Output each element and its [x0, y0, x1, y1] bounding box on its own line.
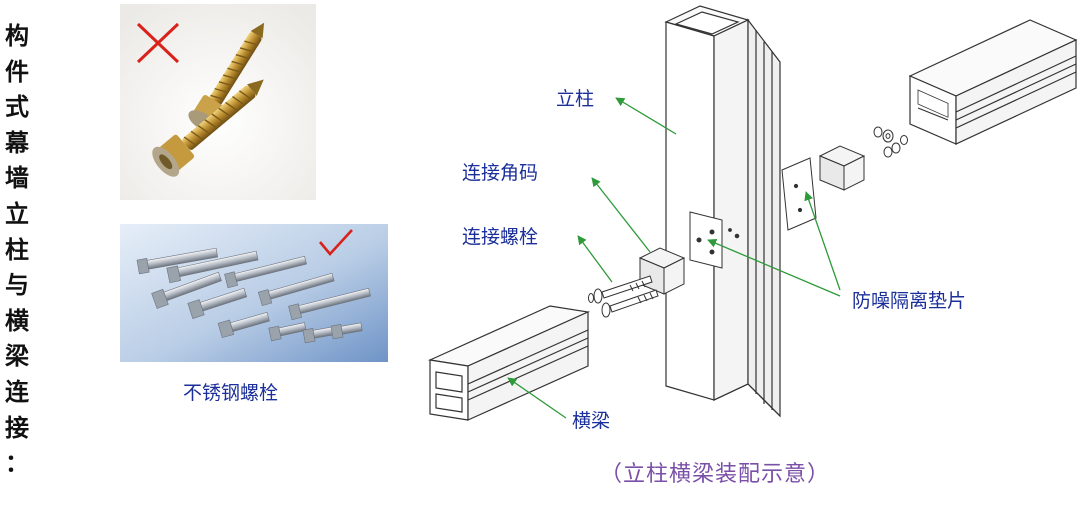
side-char: 幕 — [5, 127, 29, 157]
arrow-pad-side — [804, 191, 841, 291]
beam-right — [908, 19, 1078, 145]
arrow-angle — [591, 177, 651, 253]
label-bolt: 连接螺栓 — [462, 226, 539, 248]
arrow-bolt — [577, 235, 613, 283]
right-angle-bracket — [818, 145, 866, 191]
side-char: ： — [5, 448, 29, 478]
stainless-bolts-photo — [120, 224, 388, 362]
right-mark-icon — [319, 229, 353, 256]
left-angle-bracket — [638, 247, 686, 295]
column — [664, 5, 781, 418]
side-char: 柱 — [5, 234, 29, 264]
arrow-beam — [507, 377, 567, 419]
side-char: 横 — [5, 305, 29, 335]
side-char: 构 — [5, 21, 29, 50]
side-title: 构 件 式 幕 墙 立 柱 与 横 梁 连 接 ： — [0, 18, 34, 481]
arrow-column — [615, 97, 677, 135]
isolation-pad-front — [689, 211, 740, 269]
beam-left — [427, 305, 591, 421]
screw-photo — [120, 4, 316, 200]
isolation-pad-side — [781, 157, 817, 231]
label-column: 立柱 — [556, 88, 595, 110]
bolt-photo-caption: 不锈钢螺栓 — [183, 382, 279, 404]
arrow-pad-front — [707, 239, 841, 297]
right-washers — [873, 126, 908, 158]
side-char: 式 — [5, 92, 29, 122]
label-beam: 横梁 — [572, 410, 611, 432]
diagram-title: （立柱横梁装配示意） — [600, 462, 831, 487]
connection-bolts — [588, 275, 659, 318]
side-char: 梁 — [5, 341, 29, 371]
side-char: 与 — [5, 270, 29, 300]
label-pad: 防噪隔离垫片 — [852, 290, 967, 312]
wrong-mark-icon — [136, 22, 180, 64]
side-char: 件 — [5, 56, 29, 86]
side-char: 立 — [5, 198, 29, 228]
side-char: 连 — [5, 376, 29, 406]
label-angle: 连接角码 — [462, 162, 539, 184]
side-char: 墙 — [5, 163, 29, 193]
side-char: 接 — [5, 412, 29, 442]
